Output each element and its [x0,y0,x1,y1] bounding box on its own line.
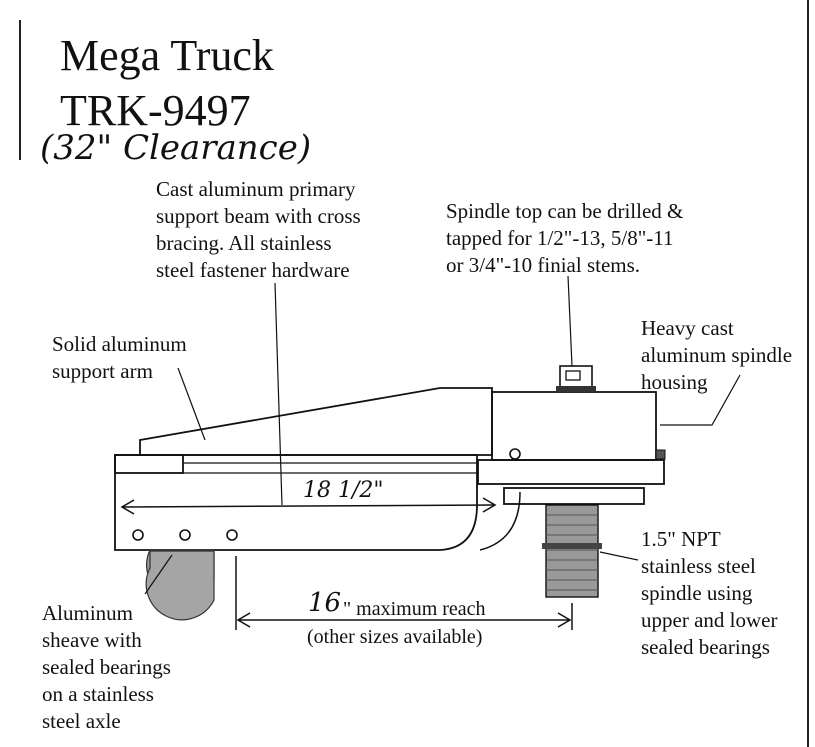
clearance-note: (32" Clearance) [40,128,312,168]
bolt-icon [132,448,521,541]
bearing-plate [503,487,645,505]
reach-dimension [235,556,573,630]
sheave-callout: Aluminum sheave with sealed bearings on … [42,601,171,733]
housing-flange [477,459,665,485]
spindle-housing-callout: Heavy cast aluminum spindle housing [641,316,793,394]
reach-note: (other sizes available) [307,626,483,648]
reach-value: 16 [308,588,342,618]
product-name: Mega Truck [60,31,274,80]
leader-lines [144,275,741,595]
overall-length-label: 18 1/2" [303,478,384,503]
length-dimension [120,497,497,515]
support-arm-shape [139,387,493,456]
spindle-top-callout: Spindle top can be drilled & tapped for … [446,199,684,277]
primary-beam-callout: Cast aluminum primary support beam with … [156,177,361,282]
spindle-top-shape [559,365,593,389]
support-arm-callout: Solid aluminum support arm [52,332,187,383]
reach-label: " maximum reach [343,598,486,620]
npt-spindle-shape [545,504,599,598]
model-number: TRK-9497 [60,86,251,135]
beam-end-cap [114,454,184,474]
primary-beam-shape [114,454,478,551]
npt-spindle-callout: 1.5" NPT stainless steel spindle using u… [641,527,778,659]
